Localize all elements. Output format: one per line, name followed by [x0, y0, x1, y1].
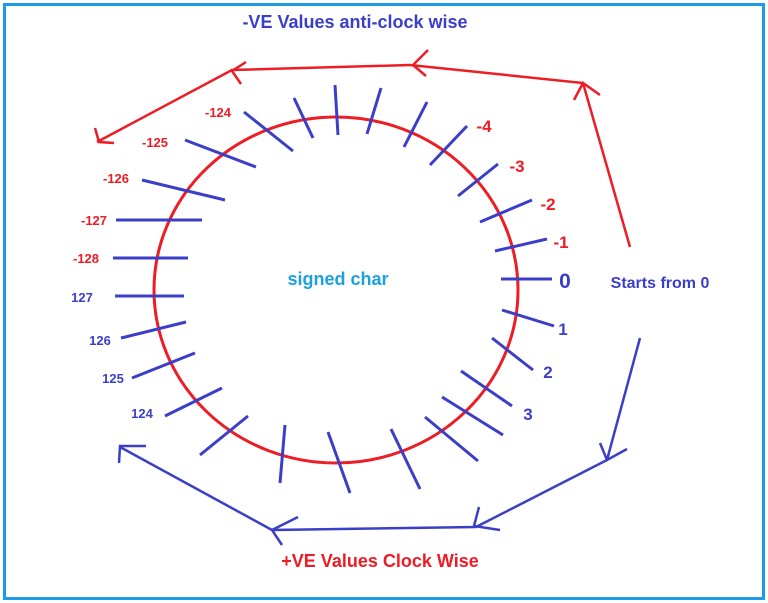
value-label: 1	[558, 320, 567, 339]
value-label: 3	[523, 405, 532, 424]
border-frame	[3, 3, 765, 600]
tick	[389, 428, 422, 490]
value-label: -124	[205, 105, 232, 120]
tick	[428, 124, 469, 167]
tick	[120, 320, 187, 340]
value-label: -3	[509, 157, 524, 176]
tick	[199, 414, 249, 457]
tick	[479, 198, 533, 224]
arrowhead-icon	[93, 127, 115, 145]
arrowhead-icon	[472, 506, 501, 532]
value-label: -4	[476, 117, 492, 136]
tick	[501, 308, 555, 328]
positive-title: +VE Values Clock Wise	[281, 551, 478, 571]
tick	[424, 415, 479, 463]
start-label: Starts from 0	[611, 275, 710, 292]
tick	[441, 395, 504, 437]
value-label: -126	[103, 171, 129, 186]
arrowhead-icon	[411, 49, 429, 77]
value-label: 124	[131, 406, 153, 421]
value-label: -125	[142, 135, 168, 150]
tick	[457, 162, 499, 198]
arrowhead-icon	[572, 81, 601, 101]
tick	[491, 336, 534, 372]
value-label: 2	[543, 363, 552, 382]
value-label: 127	[71, 290, 93, 305]
tick	[184, 138, 257, 169]
tick	[333, 84, 340, 136]
tick	[365, 87, 383, 135]
value-label: 125	[102, 371, 124, 386]
negative-small-labels: -4 -3 -2 -1	[476, 117, 568, 252]
value-label: -2	[540, 195, 555, 214]
tick-marks	[113, 84, 555, 494]
negative-title: -VE Values anti-clock wise	[242, 12, 467, 32]
value-label: 126	[89, 333, 111, 348]
tick	[141, 178, 226, 202]
arrowhead-icon	[270, 515, 299, 546]
negative-direction-arrow	[93, 49, 632, 248]
arrowhead-icon	[117, 444, 146, 464]
tick	[402, 101, 429, 148]
tick	[243, 110, 294, 153]
tick	[460, 369, 513, 408]
value-label: -127	[81, 213, 107, 228]
tick	[292, 97, 315, 139]
positive-value-labels: 127 126 125 124	[71, 290, 153, 421]
tick	[326, 431, 352, 494]
value-label: -128	[73, 251, 99, 266]
negative-value-labels: -124 -125 -126 -127 -128	[73, 105, 232, 266]
arrowhead-icon	[598, 442, 628, 462]
tick	[494, 237, 548, 253]
arrowhead-icon	[230, 60, 247, 85]
positive-small-labels: 0 1 2 3	[523, 270, 571, 424]
value-label: 0	[559, 270, 571, 293]
value-label: -1	[553, 233, 568, 252]
tick	[278, 424, 287, 484]
positive-direction-arrow	[117, 337, 642, 546]
center-label: signed char	[287, 269, 388, 289]
tick	[164, 386, 223, 418]
tick	[131, 351, 196, 380]
